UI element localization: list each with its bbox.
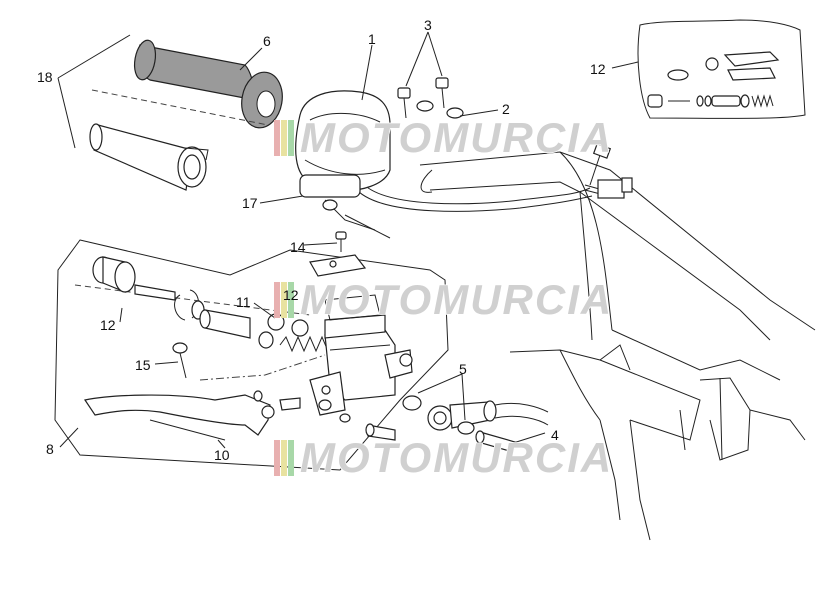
- callout-2: 2: [502, 101, 510, 117]
- banjo-bolt-part-4: [475, 430, 516, 453]
- callout-14: 14: [290, 239, 306, 255]
- spring: [279, 335, 329, 353]
- grip-part-6: [133, 39, 283, 129]
- callout-15: 15: [135, 357, 151, 373]
- callout-4: 4: [551, 427, 559, 443]
- banjo-fitting-part-5: [402, 395, 549, 435]
- watermark-text-3: MOTOMURCIA: [300, 434, 613, 481]
- callout-5: 5: [459, 361, 467, 377]
- lever-assembly-outline: [54, 239, 449, 471]
- callout-11: 11: [236, 294, 251, 310]
- wiring-cable: [354, 143, 633, 212]
- callout-8: 8: [46, 441, 54, 457]
- throttle-tube-part-18: [89, 123, 209, 191]
- callout-17: 17: [242, 195, 258, 211]
- switch-housing-part-1: [295, 90, 391, 239]
- watermark-logo: MOTOMURCIA MOTOMURCIA MOTOMURCIA: [274, 113, 613, 482]
- callout-3: 3: [424, 17, 432, 33]
- watermark-text-2: MOTOMURCIA: [300, 276, 613, 323]
- circlip: [174, 289, 205, 321]
- callout-18: 18: [37, 69, 53, 85]
- callout-12-inset: 12: [590, 61, 606, 77]
- callout-12-piston: 12: [100, 317, 116, 333]
- reservoir-cap-part-14: [309, 231, 381, 321]
- master-cylinder-body: [309, 314, 413, 416]
- callout-labels: 1 2 3 4 5 6 8 10 11 12 12 12 14 15 17 18: [37, 17, 606, 463]
- pivot-bolt-part-15: [172, 342, 188, 379]
- brake-lever-part-10: [84, 390, 275, 441]
- callout-10: 10: [214, 447, 230, 463]
- reservoir-inset-part-12: [637, 19, 806, 119]
- leader-lines: [57, 31, 639, 449]
- piston-cup-part-12: [92, 256, 176, 301]
- callout-6: 6: [263, 33, 271, 49]
- callout-1: 1: [368, 31, 376, 47]
- brake-switch: [279, 397, 396, 441]
- callout-12-watermark: 12: [283, 287, 299, 303]
- screws-part-3: [397, 77, 449, 119]
- washers-part-2: [416, 100, 464, 119]
- handlebar-frame: [419, 151, 816, 541]
- watermark-text-1: MOTOMURCIA: [300, 114, 613, 161]
